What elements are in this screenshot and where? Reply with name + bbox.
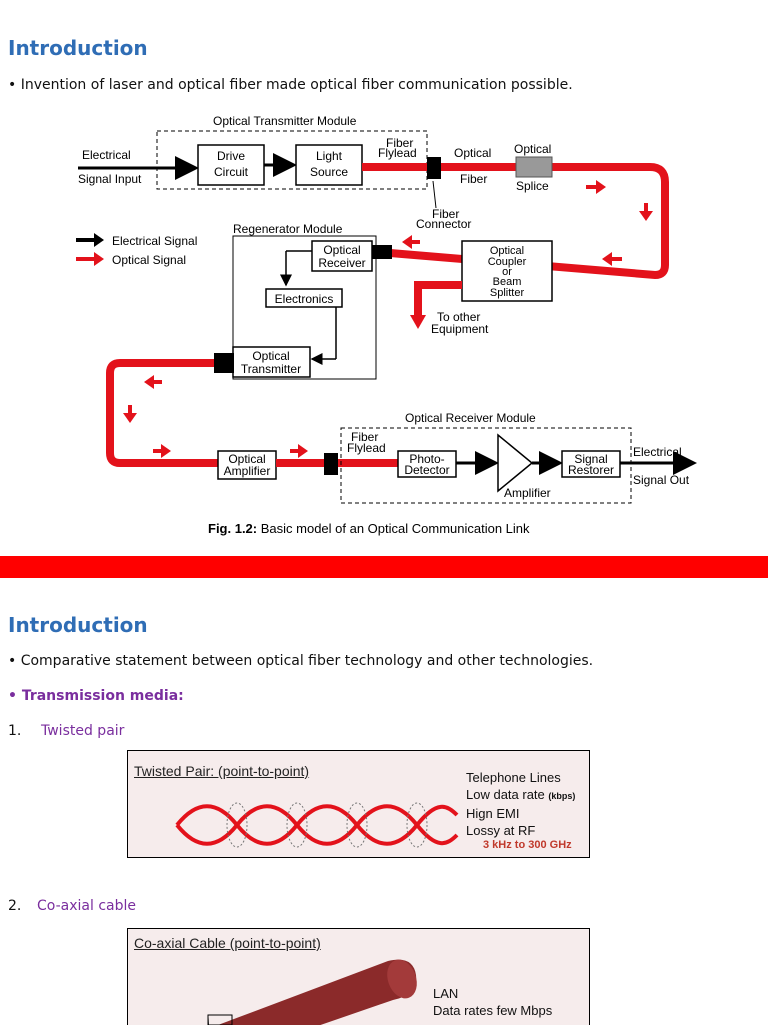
svg-text:Photo-: Photo- [409,452,444,466]
svg-text:Optical Receiver Module: Optical Receiver Module [405,411,536,425]
figure-caption: Fig. 1.2: Basic model of an Optical Comm… [208,521,530,536]
svg-text:Circuit: Circuit [214,165,249,179]
svg-text:Detector: Detector [404,463,449,477]
twisted-pair-drawing [175,802,459,848]
regenerator-module-box [232,235,377,380]
svg-text:Flylead: Flylead [378,146,417,160]
svg-text:Optical: Optical [454,146,491,160]
transmitter-module-label: Optical Transmitter Module [213,114,357,128]
svg-text:Optical: Optical [228,452,265,466]
svg-text:or: or [502,266,512,278]
slide2-heading: Introduction [8,613,148,637]
optical-fiber-top [362,163,669,280]
svg-text:Equipment: Equipment [431,322,489,336]
transmitter-module-box [156,130,428,190]
electrical-input-label: Electrical [82,148,131,162]
amplifier-triangle [497,433,534,493]
item1-number: 1. [8,723,22,739]
optical-fiber-bottom [106,359,218,467]
twisted-pair-panel: Twisted Pair: (point-to-point) Telephone… [127,750,590,858]
optical-receiver-box [311,240,373,272]
svg-text:Regenerator Module: Regenerator Module [233,222,343,236]
svg-text:Optical: Optical [252,349,289,363]
svg-text:Electrical: Electrical [633,445,682,459]
slide1-heading: Introduction [8,36,148,60]
optical-coupler-box [461,240,553,302]
slide2-bullet: • Comparative statement between optical … [8,653,594,669]
svg-text:Optical: Optical [490,245,524,257]
coax-title: Co-axial Cable (point-to-point) [134,935,321,951]
svg-text:Fiber: Fiber [386,136,413,150]
twisted-pair-specs: Telephone Lines Low data rate (kbps) Hig… [466,770,576,838]
light-source-box [295,144,363,186]
svg-text:Fiber: Fiber [432,207,459,221]
svg-text:Source: Source [310,165,348,179]
optical-amplifier-box [217,450,277,480]
svg-text:Coupler: Coupler [488,256,527,268]
svg-text:Optical: Optical [323,243,360,257]
svg-text:Transmitter: Transmitter [241,362,301,376]
coax-panel: Co-axial Cable (point-to-point) LAN Data… [127,928,590,1025]
optical-splice [515,156,553,178]
svg-text:Flylead: Flylead [347,441,386,455]
coax-specs: LAN Data rates few Mbps [433,986,553,1018]
svg-text:Signal: Signal [574,452,607,466]
legend-optical: Optical Signal [112,253,186,267]
svg-text:Fiber: Fiber [351,430,378,444]
twisted-pair-title: Twisted Pair: (point-to-point) [134,763,310,779]
svg-text:Splice: Splice [516,179,549,193]
svg-text:Splitter: Splitter [490,287,525,299]
svg-text:Light: Light [316,149,343,163]
svg-text:Receiver: Receiver [318,256,365,270]
signal-input-label: Signal Input [78,172,142,186]
signal-restorer-box [561,450,621,478]
svg-text:Signal Out: Signal Out [633,473,690,487]
electronics-box [265,288,343,308]
item2-label: Co-axial cable [37,898,136,914]
item2-number: 2. [8,898,22,914]
svg-text:Connector: Connector [416,217,471,231]
item1-label: Twisted pair [41,723,125,739]
svg-text:To other: To other [437,310,480,324]
svg-text:Electronics: Electronics [275,292,334,306]
svg-text:Fiber: Fiber [460,172,487,186]
svg-text:Drive: Drive [217,149,245,163]
fiber-connector-2 [324,453,338,475]
twisted-pair-frequency: 3 kHz to 300 GHz [483,839,572,851]
media-label: • Transmission media: [8,688,184,704]
legend-electrical: Electrical Signal [112,234,197,248]
optical-link-diagram: Optical Transmitter Module Electrical Si… [76,114,697,536]
optical-transmitter-box [232,346,311,378]
svg-text:Beam: Beam [493,276,522,288]
fiber-connector-1 [427,157,441,179]
slide1-bullet: • Invention of laser and optical fiber m… [8,77,573,93]
svg-text:Amplifier: Amplifier [224,464,271,478]
svg-text:Optical: Optical [514,142,551,156]
coax-drawing [207,959,417,1025]
slide-separator [0,556,768,578]
svg-text:Restorer: Restorer [568,463,614,477]
svg-text:Amplifier: Amplifier [504,486,551,500]
